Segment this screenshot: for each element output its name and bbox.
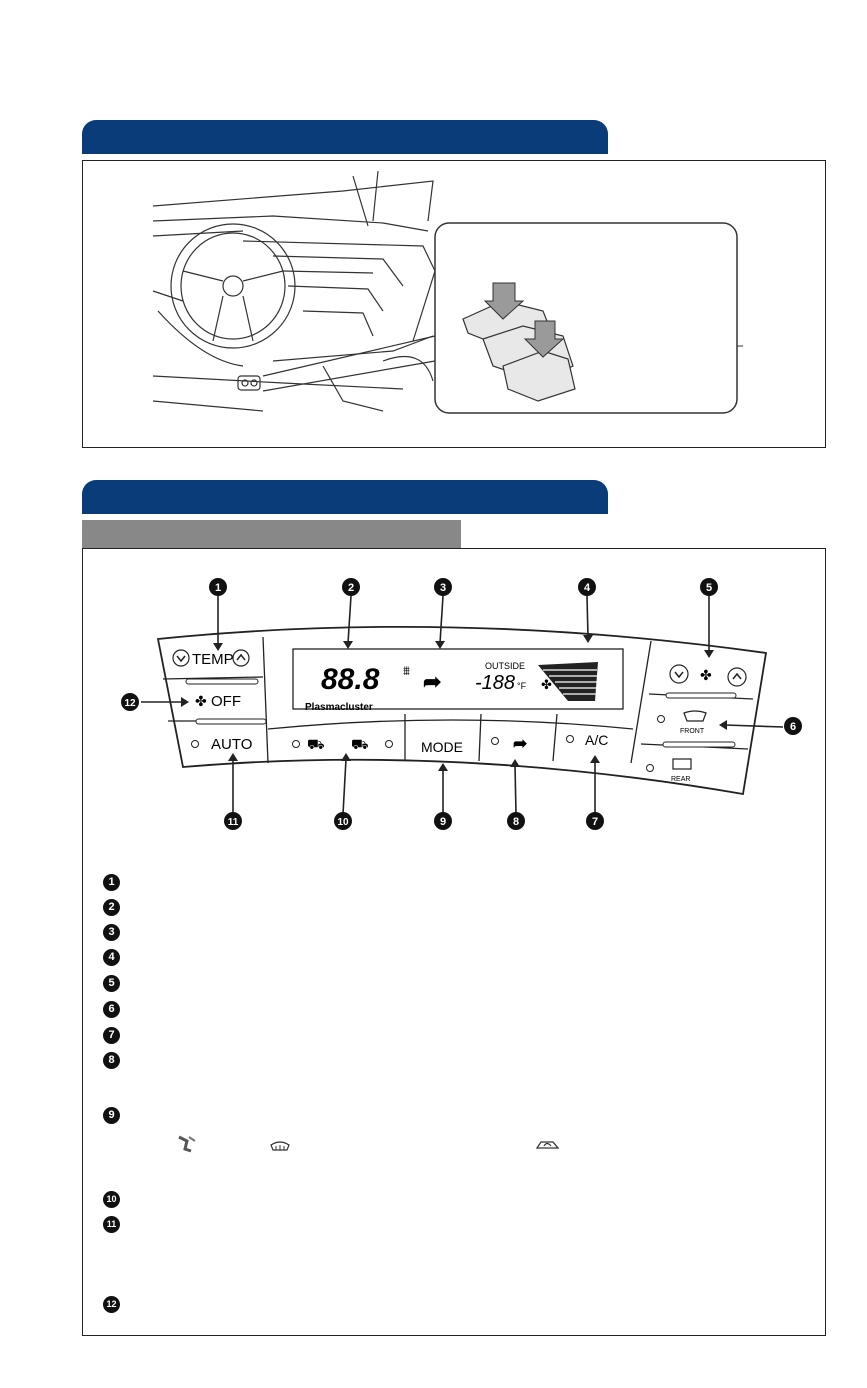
fan-speed-up-button[interactable] <box>727 667 747 687</box>
svg-text:11: 11 <box>228 817 239 828</box>
svg-text:1: 1 <box>215 582 221 594</box>
set-temperature-display: 88.8 <box>321 663 380 696</box>
svg-text:10: 10 <box>337 817 349 828</box>
fan-speed-bars <box>538 662 598 701</box>
defroster-mode-icon: ⩩ <box>403 663 410 678</box>
left-press-arrow-icon <box>483 282 525 320</box>
svg-text:2: 2 <box>348 582 354 594</box>
fan-off-button[interactable]: OFF <box>211 693 241 710</box>
recirculated-air-icon[interactable]: ⛟ <box>307 736 325 752</box>
plasmacluster-label: Plasmacluster <box>305 702 373 713</box>
chevron-down-icon <box>176 655 186 663</box>
mode-button[interactable]: MODE <box>421 739 463 755</box>
callout-6: 6 <box>784 717 802 735</box>
seat-heater-illustration-box <box>82 160 826 448</box>
svg-text:5: 5 <box>706 582 712 594</box>
callout-12: 12 <box>121 693 139 711</box>
fan-icon: ✤ <box>700 667 712 683</box>
svg-text:7: 7 <box>592 816 598 828</box>
svg-text:3: 3 <box>440 582 446 594</box>
climate-panel-diagram: TEMP ✤ OFF AUTO 88.8 Plasmacluster ⩩ ➦ O… <box>121 578 802 830</box>
svg-text:4: 4 <box>584 582 591 594</box>
outside-label: OUTSIDE <box>485 661 525 671</box>
fan-icon: ✤ <box>195 693 207 709</box>
fan-speed-icon: ✤ <box>541 677 552 692</box>
callout-10: 10 <box>334 812 352 830</box>
section-header-seat-heaters <box>82 120 608 154</box>
callout-8: 8 <box>507 812 525 830</box>
fan-speed-down-button[interactable] <box>669 664 689 684</box>
svg-text:6: 6 <box>790 721 796 733</box>
callout-4: 4 <box>578 578 596 596</box>
callout-3: 3 <box>434 578 452 596</box>
callout-2: 2 <box>342 578 360 596</box>
airflow-control-icon[interactable]: ➦ <box>513 734 527 753</box>
auto-button[interactable]: AUTO <box>211 736 252 753</box>
defroster-icon <box>270 1141 290 1151</box>
recirculated-air-icon <box>535 1141 560 1149</box>
callout-1: 1 <box>209 578 227 596</box>
rear-label: REAR <box>671 776 690 783</box>
chevron-down-icon <box>674 671 684 679</box>
right-press-arrow-icon <box>523 320 565 358</box>
callout-5: 5 <box>700 578 718 596</box>
temp-down-button[interactable] <box>172 649 190 667</box>
chevron-up-icon <box>732 672 742 680</box>
outside-temp-unit: °F <box>517 681 527 691</box>
dashboard-illustration <box>152 170 743 414</box>
rear-defogger-button[interactable]: REAR <box>671 758 692 783</box>
callout-9: 9 <box>434 812 452 830</box>
airflow-feet-icon <box>178 1135 196 1153</box>
ac-button[interactable]: A/C <box>585 732 608 748</box>
rear-defogger-icon <box>672 758 692 770</box>
front-label: FRONT <box>680 728 705 735</box>
section-header-climate-control <box>82 480 608 514</box>
airflow-mode-icon: ➦ <box>423 669 441 694</box>
svg-text:12: 12 <box>124 698 136 709</box>
chevron-up-icon <box>236 653 246 661</box>
svg-text:9: 9 <box>440 816 446 828</box>
callout-7: 7 <box>586 812 604 830</box>
front-defroster-icon <box>683 710 707 722</box>
climate-control-box: TEMP ✤ OFF AUTO 88.8 Plasmacluster ⩩ ➦ O… <box>82 548 826 1336</box>
temp-up-button[interactable] <box>232 649 250 667</box>
outside-air-icon[interactable]: ⛟ <box>351 736 369 752</box>
outside-temp-display: -188 <box>475 672 515 694</box>
front-defroster-button[interactable]: FRONT <box>680 710 707 735</box>
temp-label: TEMP <box>192 651 234 668</box>
section-subheader-bar <box>82 520 461 548</box>
svg-text:8: 8 <box>513 816 519 828</box>
callout-11: 11 <box>224 812 242 830</box>
